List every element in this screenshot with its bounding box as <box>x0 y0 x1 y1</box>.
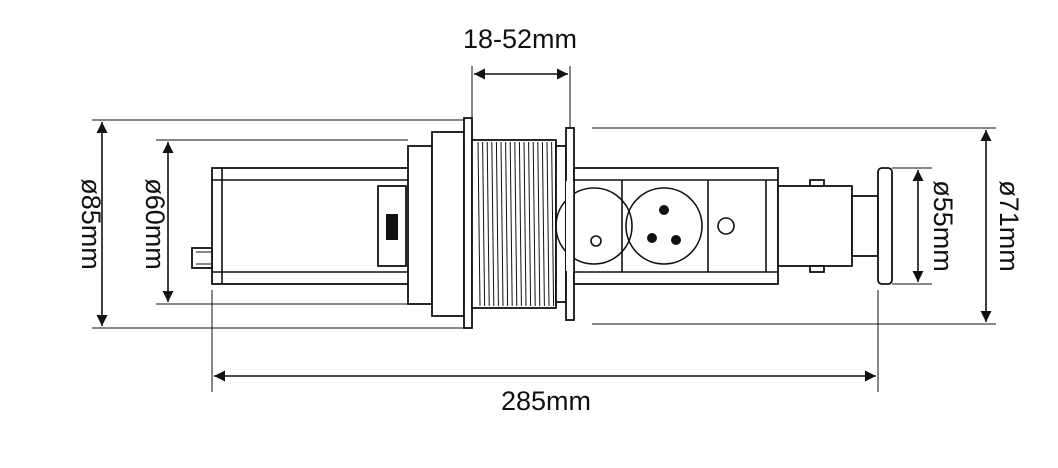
thread-ridge <box>546 141 550 307</box>
dimension-arrows <box>96 68 992 382</box>
thread-ridge <box>505 141 509 307</box>
thread-ridge <box>523 141 527 307</box>
left-tube <box>191 167 413 285</box>
thread-ridge <box>518 141 522 307</box>
label-top-cap-diameter: ø55mm <box>928 180 958 272</box>
socket-outlet-icon <box>555 187 633 265</box>
thread-ridge <box>532 141 536 307</box>
thread-ridge <box>528 141 532 307</box>
thread-ridge <box>495 141 499 307</box>
socket-head <box>555 167 779 285</box>
thread-ridge <box>551 141 555 307</box>
label-total-length: 285mm <box>501 386 591 416</box>
thread-ridge <box>537 141 541 307</box>
socket-outlet-icon <box>625 187 703 265</box>
top-cap <box>777 167 893 285</box>
thread-ridge <box>514 141 518 307</box>
thread-ridge <box>541 141 545 307</box>
thread-ridge <box>486 141 490 307</box>
button-icon <box>717 217 735 235</box>
thread-ridge <box>477 141 481 307</box>
extension-lines <box>92 66 996 392</box>
label-top-ring-diameter: ø71mm <box>994 180 1024 272</box>
threaded-sleeve <box>471 127 575 321</box>
thread-ridge <box>482 141 486 307</box>
thread-ridge <box>500 141 504 307</box>
mounting-flange <box>407 117 473 329</box>
label-body-diameter: ø60mm <box>140 178 170 270</box>
thread-ridge <box>509 141 513 307</box>
label-cutout-range: 18-52mm <box>463 24 577 54</box>
thread-ridge <box>491 141 495 307</box>
label-outer-flange-diameter: ø85mm <box>76 178 106 270</box>
